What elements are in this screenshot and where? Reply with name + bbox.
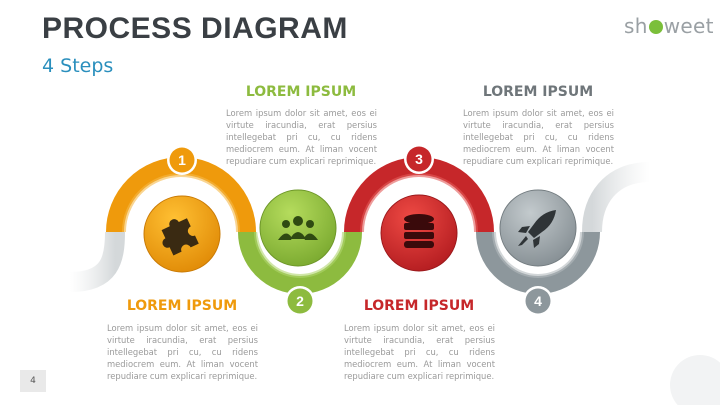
arc-step-1-inner xyxy=(122,173,240,233)
arc-step-4-inner xyxy=(492,231,584,278)
slide-number: 4 xyxy=(20,370,46,392)
step-1-badge: 1 xyxy=(167,145,197,175)
step-2-description: Lorem ipsum dolor sit amet, eos ei virtu… xyxy=(226,108,377,166)
page-subtitle: 4 Steps xyxy=(42,55,114,77)
step-3-number: 3 xyxy=(415,151,423,167)
step-3-description: Lorem ipsum dolor sit amet, eos ei virtu… xyxy=(344,323,495,381)
users-icon xyxy=(278,216,318,240)
logo-text-end: weet xyxy=(663,14,714,38)
step-4-number: 4 xyxy=(534,293,542,309)
step-4-heading: LOREM IPSUM xyxy=(482,84,594,100)
arc-step-4 xyxy=(476,231,600,294)
step-4-description: Lorem ipsum dolor sit amet, eos ei virtu… xyxy=(463,108,614,166)
arc-step-3-inner xyxy=(360,173,478,233)
logo-leaf-icon xyxy=(648,20,663,34)
logo-text-start: sh xyxy=(624,14,648,38)
right-tail xyxy=(582,162,651,233)
step-1-description: Lorem ipsum dolor sit amet, eos ei virtu… xyxy=(107,323,258,381)
step-3-heading: LOREM IPSUM xyxy=(363,298,475,314)
left-tail xyxy=(69,231,125,292)
arc-step-2 xyxy=(238,231,362,294)
step-2-heading: LOREM IPSUM xyxy=(245,84,357,100)
decorative-shape xyxy=(670,355,720,405)
step-1-heading: LOREM IPSUM xyxy=(126,298,238,314)
arc-step-2-inner xyxy=(254,231,346,278)
step-2-circle xyxy=(257,187,339,269)
rocket-icon xyxy=(518,210,556,248)
showeet-logo: sh weet xyxy=(624,14,714,38)
step-2-number: 2 xyxy=(296,293,304,309)
database-icon xyxy=(404,214,434,248)
step-4-badge: 4 xyxy=(523,286,553,316)
puzzle-icon xyxy=(161,218,199,256)
page-title: PROCESS DIAGRAM xyxy=(42,12,348,45)
step-1-number: 1 xyxy=(178,152,186,168)
step-2-badge: 2 xyxy=(285,286,315,316)
step-3-badge: 3 xyxy=(404,144,434,174)
